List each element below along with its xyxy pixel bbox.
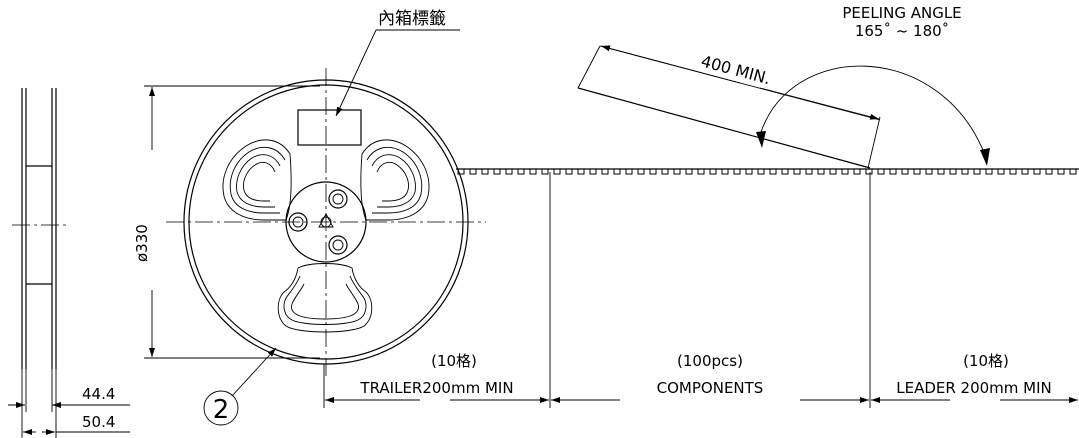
leader-count: (10格) xyxy=(963,352,1009,370)
peeling-angle-annotation: 400 MIN. PEELING ANGLE 165˚ ~ 180˚ xyxy=(577,4,990,169)
leader-label: LEADER 200mm MIN xyxy=(896,379,1052,397)
peeling-angle-title: PEELING ANGLE xyxy=(842,4,961,22)
tape-pocket xyxy=(661,168,669,175)
tape-segment-dimensions: (10格) TRAILER200mm MIN (100pcs) COMPONEN… xyxy=(323,172,1078,408)
tape-pocket xyxy=(1045,168,1053,175)
tape-pocket xyxy=(721,168,729,175)
tape-pocket xyxy=(649,168,657,175)
tape-pocket xyxy=(589,168,597,175)
tape-pocket xyxy=(913,168,921,175)
tape-pocket xyxy=(985,168,993,175)
tape-pocket xyxy=(481,168,489,175)
trailer-count: (10格) xyxy=(431,352,477,370)
components-label: COMPONENTS xyxy=(657,379,764,397)
label-callout: 內箱標籤 xyxy=(378,9,446,29)
tape-pocket xyxy=(793,168,801,175)
tape-pocket xyxy=(457,168,465,175)
tape-pocket xyxy=(781,168,789,175)
tape-pocket xyxy=(469,168,477,175)
reel-side-view: 44.4 50.4 xyxy=(8,88,130,438)
tape-pocket xyxy=(949,168,957,175)
tape-pocket xyxy=(709,168,717,175)
tape-pocket xyxy=(505,168,513,175)
tape-pocket xyxy=(1069,168,1077,175)
tape-pocket xyxy=(997,168,1005,175)
components-count: (100pcs) xyxy=(677,352,743,370)
trailer-label: TRAILER200mm MIN xyxy=(359,379,513,397)
length-min-label: 400 MIN. xyxy=(699,52,773,89)
tape-pocket xyxy=(1057,168,1065,175)
tape-pocket xyxy=(817,168,825,175)
tape-pocket xyxy=(1009,168,1017,175)
tape-pocket xyxy=(865,168,873,175)
reel-window-top-left xyxy=(222,139,292,221)
tape-pocket xyxy=(961,168,969,175)
tape-pocket xyxy=(697,168,705,175)
tape-pocket xyxy=(805,168,813,175)
tape-pocket xyxy=(493,168,501,175)
tape-pocket xyxy=(685,168,693,175)
peeling-angle-range: 165˚ ~ 180˚ xyxy=(855,22,949,40)
tape-pocket xyxy=(889,168,897,175)
width-outer-value: 50.4 xyxy=(82,413,115,431)
tape-pocket xyxy=(745,168,753,175)
diameter-value: ø330 xyxy=(133,224,151,262)
tape-pocket xyxy=(577,168,585,175)
tape-pocket xyxy=(829,168,837,175)
tape-pocket xyxy=(769,168,777,175)
part-balloon: 2 xyxy=(213,395,230,425)
tape-pocket xyxy=(625,168,633,175)
reel-window-top-right xyxy=(360,139,430,221)
tape-pocket xyxy=(1021,168,1029,175)
tape-pocket xyxy=(637,168,645,175)
tape-pocket xyxy=(553,168,561,175)
tape-pocket xyxy=(613,168,621,175)
tape-pocket xyxy=(757,168,765,175)
tape-pocket xyxy=(937,168,945,175)
tape-pocket xyxy=(925,168,933,175)
tape-pocket xyxy=(541,168,549,175)
carrier-tape xyxy=(456,168,1079,175)
width-inner-value: 44.4 xyxy=(82,385,115,403)
tape-pocket xyxy=(1033,168,1041,175)
tape-pocket xyxy=(517,168,525,175)
tape-pocket xyxy=(853,168,861,175)
tape-pocket xyxy=(877,168,885,175)
tape-pocket xyxy=(565,168,573,175)
tape-pocket xyxy=(529,168,537,175)
tape-pocket xyxy=(901,168,909,175)
tape-pocket xyxy=(973,168,981,175)
reel-front-view: ø330 內箱標籤 2 xyxy=(133,9,486,426)
tape-pocket xyxy=(673,168,681,175)
tape-pocket xyxy=(841,168,849,175)
tape-pocket xyxy=(601,168,609,175)
reel-window-bottom xyxy=(277,263,373,333)
tape-pocket xyxy=(733,168,741,175)
